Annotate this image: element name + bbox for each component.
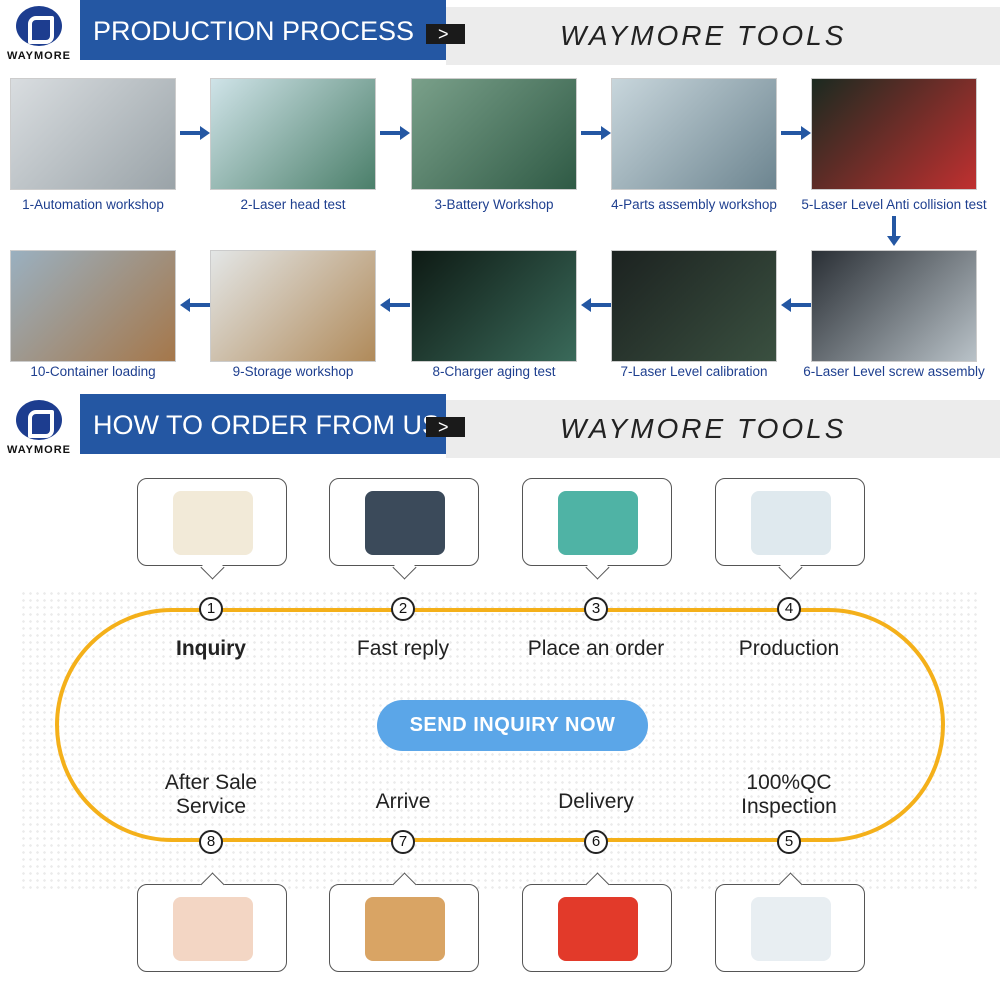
boxes-icon	[365, 897, 445, 961]
step-illustration-7	[329, 884, 479, 972]
arrow-right-icon	[380, 126, 410, 140]
brand-tagline: WAYMORE TOOLS	[560, 413, 847, 444]
step-illustration-6	[522, 884, 672, 972]
customer-service-icon	[173, 897, 253, 961]
step-number-7: 7	[391, 830, 415, 854]
arrow-down-icon	[887, 216, 901, 246]
photo-step-3	[411, 78, 577, 190]
caption-step-5: 5-Laser Level Anti collision test	[801, 197, 987, 212]
caption-step-1: 1-Automation workshop	[22, 197, 164, 212]
photo-step-10	[10, 250, 176, 362]
waymore-logo: WAYMORE	[4, 396, 74, 462]
order-process-track	[55, 608, 945, 842]
arrow-right-icon	[180, 126, 210, 140]
qc-clipboard-icon	[751, 897, 831, 961]
caption-step-10: 10-Container loading	[30, 364, 156, 379]
photo-step-1	[10, 78, 176, 190]
step-number-8: 8	[199, 830, 223, 854]
step-illustration-2	[329, 478, 479, 566]
logo-icon	[16, 400, 62, 440]
logo-icon	[16, 6, 62, 46]
step-label-2: Fast reply	[356, 637, 450, 660]
step-number-6: 6	[584, 830, 608, 854]
caption-step-3: 3-Battery Workshop	[434, 197, 554, 212]
step-label-5: 100%QC Inspection	[741, 771, 837, 818]
step-number-1: 1	[199, 597, 223, 621]
photo-step-9	[210, 250, 376, 362]
arrow-left-icon	[380, 298, 410, 312]
factory-icon	[751, 491, 831, 555]
phone-chat-icon	[365, 491, 445, 555]
arrow-right-icon	[781, 126, 811, 140]
send-inquiry-button[interactable]: SEND INQUIRY NOW	[377, 700, 648, 751]
step-number-5: 5	[777, 830, 801, 854]
step-illustration-3	[522, 478, 672, 566]
step-illustration-8	[137, 884, 287, 972]
photo-step-2	[210, 78, 376, 190]
arrow-left-icon	[581, 298, 611, 312]
photo-step-7	[611, 250, 777, 362]
delivery-truck-icon	[558, 897, 638, 961]
arrow-left-icon	[781, 298, 811, 312]
caption-step-6: 6-Laser Level screw assembly	[803, 364, 985, 379]
caption-step-7: 7-Laser Level calibration	[620, 364, 768, 379]
photo-step-4	[611, 78, 777, 190]
caption-step-8: 8-Charger aging test	[432, 364, 556, 379]
waymore-logo: WAYMORE	[4, 2, 74, 68]
step-label-4: Production	[738, 637, 840, 660]
online-order-icon	[558, 491, 638, 555]
chevron-right-icon: >	[426, 24, 465, 44]
step-illustration-1	[137, 478, 287, 566]
header-band	[446, 400, 1000, 458]
step-label-3: Place an order	[527, 637, 665, 660]
brand-tagline: WAYMORE TOOLS	[560, 20, 847, 51]
step-label-7: Arrive	[375, 790, 431, 813]
step-number-3: 3	[584, 597, 608, 621]
arrow-left-icon	[180, 298, 210, 312]
step-illustration-5	[715, 884, 865, 972]
chevron-right-icon: >	[426, 417, 465, 437]
step-label-1: Inquiry	[175, 637, 246, 660]
section-title-production: PRODUCTION PROCESS	[80, 0, 446, 60]
step-number-2: 2	[391, 597, 415, 621]
paper-plane-icon	[173, 491, 253, 555]
step-label-8: After Sale Service	[164, 771, 258, 818]
section-title-order: HOW TO ORDER FROM US	[80, 394, 446, 454]
step-label-6: Delivery	[558, 790, 634, 813]
caption-step-4: 4-Parts assembly workshop	[611, 197, 777, 212]
photo-step-6	[811, 250, 977, 362]
photo-step-5	[811, 78, 977, 190]
header-band	[446, 7, 1000, 65]
caption-step-9: 9-Storage workshop	[232, 364, 354, 379]
step-number-4: 4	[777, 597, 801, 621]
photo-step-8	[411, 250, 577, 362]
arrow-right-icon	[581, 126, 611, 140]
step-illustration-4	[715, 478, 865, 566]
caption-step-2: 2-Laser head test	[240, 197, 346, 212]
